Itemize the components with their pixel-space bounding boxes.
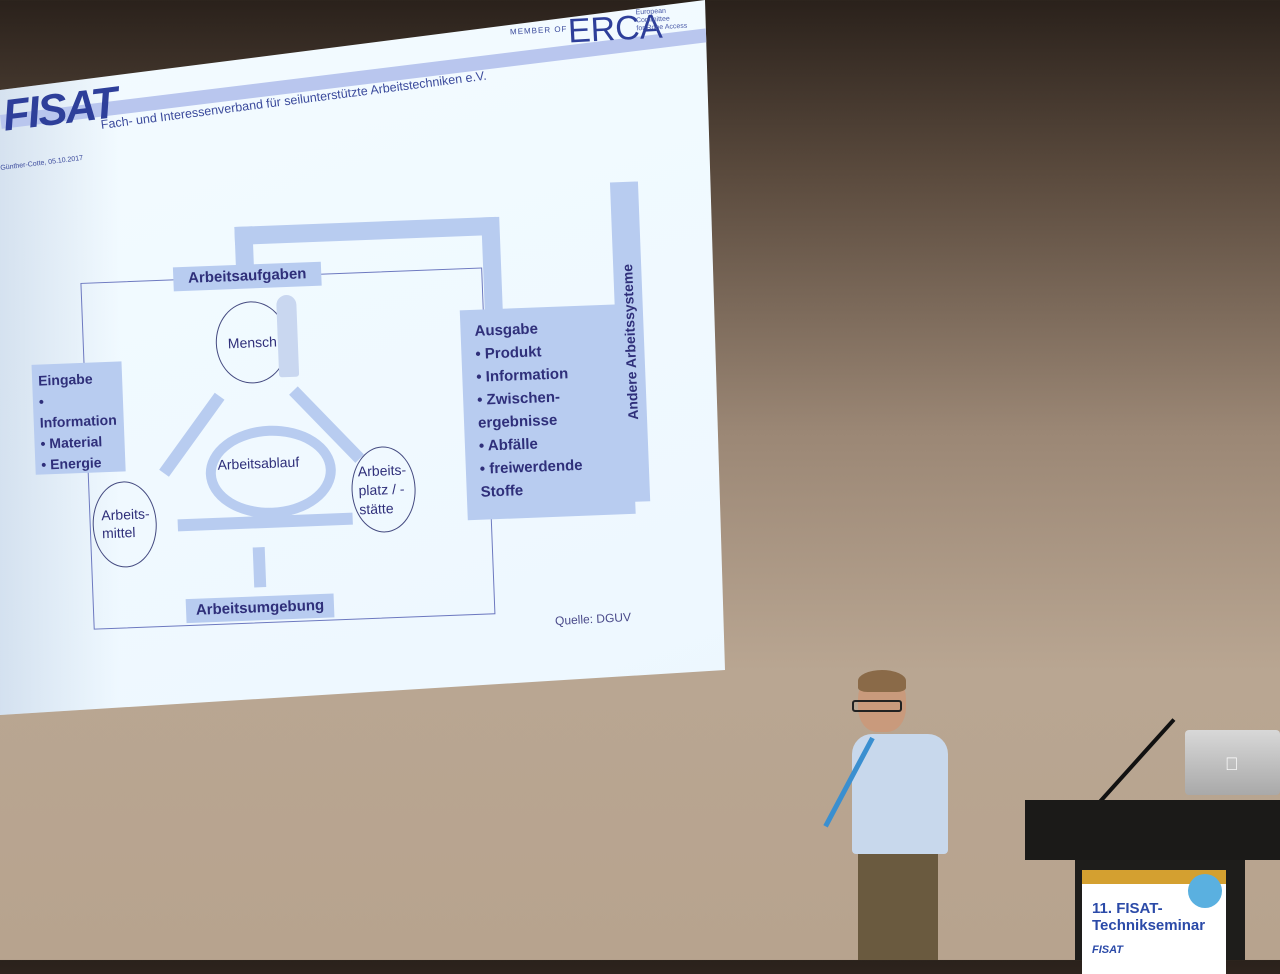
laptop: : [1185, 730, 1280, 795]
andere-arbeitssysteme-label: Andere Arbeitssysteme: [619, 263, 642, 421]
source-note: Quelle: DGUV: [554, 610, 632, 628]
arbeitsplatz-label: Arbeits-platz / -stätte: [357, 461, 407, 518]
speaker-pants: [858, 854, 938, 960]
member-of-label: MEMBER OF: [509, 24, 568, 37]
fisat-sign-logo: FISAT: [1092, 944, 1123, 956]
arbeitsablauf-label: Arbeitsablauf: [217, 453, 300, 473]
ausgabe-box: Ausgabe Produkt Information Zwischen-erg…: [459, 303, 636, 521]
ausgabe-item: freiwerdende Stoffe: [479, 452, 621, 503]
speaker-hair: [858, 670, 906, 692]
apple-logo-icon: : [1225, 754, 1239, 775]
podium-sign: 11. FISAT- Technikseminar FISAT: [1082, 870, 1226, 974]
seminar-title-line: Technikseminar: [1092, 917, 1206, 934]
mensch-label: Mensch: [227, 333, 278, 352]
speaker-person: [823, 670, 950, 960]
seminar-title: 11. FISAT- Technikseminar: [1092, 900, 1205, 934]
ausgabe-item: Zwischen-ergebnisse: [477, 383, 619, 434]
eingabe-item: Material: [40, 431, 119, 455]
person-icon: [276, 294, 300, 378]
seminar-title-line: 11. FISAT-: [1092, 900, 1163, 917]
eingabe-item: Energie: [41, 452, 120, 476]
podium-top: [1025, 800, 1280, 860]
eingabe-title: Eingabe: [37, 370, 93, 389]
erca-subtitle: European Committee for Rope Access: [635, 7, 687, 34]
glasses-icon: [852, 700, 902, 712]
eingabe-box: Eingabe Information Material Energie: [31, 361, 126, 476]
speaker-shirt: [852, 734, 948, 854]
double-arrow-icon: [252, 547, 267, 588]
seminar-badge-icon: [1188, 874, 1222, 908]
eingabe-item: Information: [39, 389, 119, 434]
microphone-icon: [1095, 718, 1176, 807]
arbeitsmittel-label: Arbeits-mittel: [101, 505, 150, 542]
feedback-arrow: [234, 226, 254, 267]
feedback-arrow: [234, 216, 497, 245]
work-system-diagram: Arbeitsaufgaben Arbeitsumgebung Eingabe …: [25, 170, 681, 634]
